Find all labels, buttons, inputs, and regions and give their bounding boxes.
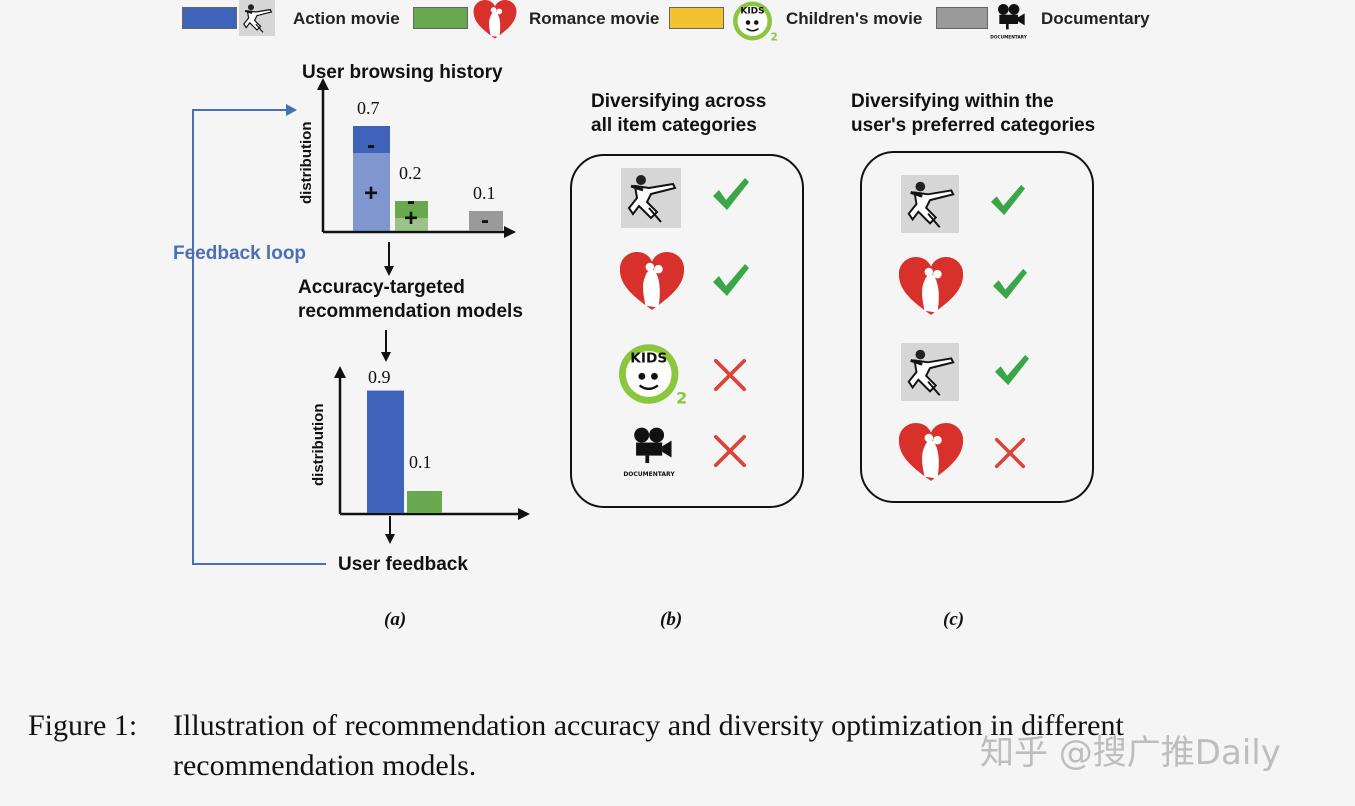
panel-c-box (860, 151, 1094, 503)
rec-bars (367, 390, 442, 513)
check-icon (989, 183, 1027, 217)
svg-text:KIDS: KIDS (630, 351, 667, 367)
cross-icon (713, 358, 747, 392)
panel-label-b: (b) (660, 609, 683, 630)
legend-swatch-action (182, 7, 237, 29)
karate-kick-icon (621, 168, 681, 228)
history-bar-documentary (469, 211, 503, 231)
history-value-0: 0.7 (357, 98, 380, 118)
history-value-1: 0.2 (399, 163, 422, 183)
down-arrow-1-head (384, 266, 394, 276)
bar-plus-romance: + (403, 205, 418, 232)
svg-text:KIDS: KIDS (740, 7, 764, 17)
check-icon (711, 262, 751, 298)
feedback-loop-line (192, 109, 326, 565)
rec-value-1: 0.1 (409, 452, 432, 472)
panel-b-box: KIDS 2 DOCUMENTARY (570, 154, 804, 508)
heart-couple-icon (898, 257, 964, 317)
legend-label-action: Action movie (293, 9, 400, 28)
user-feedback-label: User feedback (338, 554, 468, 575)
karate-kick-icon (901, 343, 959, 401)
legend-swatch-children (669, 7, 724, 29)
bar-minus-action: - (367, 132, 375, 159)
panel-b-title-line2: all item categories (591, 115, 757, 136)
check-icon (993, 353, 1031, 387)
bar-minus-documentary: - (481, 207, 489, 234)
legend-swatch-documentary (936, 7, 988, 29)
check-icon (991, 267, 1029, 301)
rec-y-label: distribution (310, 403, 327, 487)
history-bar-romance-bottom (395, 218, 428, 231)
check-icon (711, 176, 751, 212)
kids-logo-icon: KIDS 2 (619, 344, 687, 408)
history-title: User browsing history (302, 62, 503, 83)
rec-value-0: 0.9 (368, 367, 391, 387)
history-bar-action-top (353, 126, 390, 153)
legend-label-documentary: Documentary (1041, 9, 1150, 28)
models-title-line1: Accuracy-targeted (298, 277, 465, 298)
down-arrow-2-head (381, 352, 391, 362)
models-title-line2: recommendation models (298, 301, 523, 322)
history-y-label: distribution (298, 121, 315, 205)
history-bars (353, 126, 503, 231)
heart-couple-icon (619, 252, 685, 312)
rec-x-arrow (518, 508, 530, 520)
svg-text:DOCUMENTARY: DOCUMENTARY (990, 35, 1027, 41)
caption-prefix: Figure 1: (28, 709, 138, 742)
caption-line2: recommendation models. (173, 749, 477, 782)
film-camera-icon: DOCUMENTARY (623, 422, 675, 478)
history-value-2: 0.1 (473, 183, 496, 203)
history-bar-action-bottom (353, 153, 390, 231)
panel-label-c: (c) (943, 609, 965, 630)
caption-line1: Illustration of recommendation accuracy … (173, 709, 1124, 742)
feedback-loop-arrow (286, 104, 297, 116)
cross-icon (994, 437, 1026, 469)
history-y-arrow (317, 78, 329, 90)
svg-text:2: 2 (676, 389, 687, 408)
panel-c-title-line2: user's preferred categories (851, 115, 1096, 136)
history-bar-romance-top (395, 201, 428, 218)
watermark: 知乎 @搜广推Daily (980, 733, 1281, 773)
bar-plus-action: + (363, 180, 378, 207)
cross-icon (713, 434, 747, 468)
svg-text:2: 2 (771, 32, 778, 44)
legend-label-children: Children's movie (786, 9, 923, 28)
film-camera-icon: DOCUMENTARY (990, 0, 1028, 41)
svg-text:DOCUMENTARY: DOCUMENTARY (623, 471, 675, 478)
karate-kick-icon (901, 175, 959, 233)
panel-b-title-line1: Diversifying across (591, 91, 767, 112)
panel-label-a: (a) (384, 609, 407, 630)
legend-label-romance: Romance movie (529, 9, 660, 28)
feedback-loop-label: Feedback loop (173, 243, 307, 264)
rec-y-arrow (334, 366, 346, 378)
bar-minus-romance: - (407, 188, 415, 215)
down-arrow-3-head (385, 534, 395, 544)
rec-bar-action (367, 390, 404, 513)
panel-c-title-line1: Diversifying within the (851, 91, 1054, 112)
legend-swatch-romance (413, 7, 468, 29)
rec-bar-romance (407, 491, 442, 513)
history-x-arrow (504, 226, 516, 238)
kids-logo-icon: KIDS 2 (733, 1, 778, 44)
heart-couple-icon (898, 423, 964, 483)
